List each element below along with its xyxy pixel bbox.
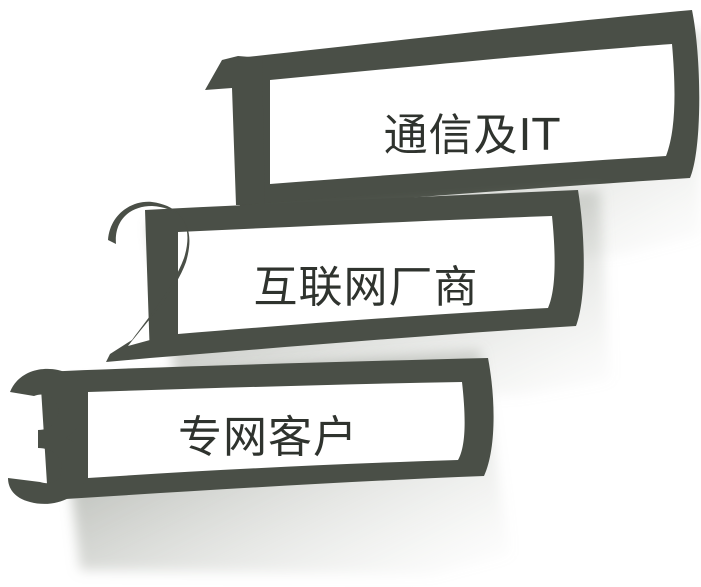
step-2: 互联网厂商 xyxy=(106,190,610,405)
step-3: 专网客户 xyxy=(8,350,510,575)
step-2-panel xyxy=(178,216,555,334)
step-2-numeral xyxy=(106,201,190,362)
step-2-label: 互联网厂商 xyxy=(254,262,479,313)
step-1-numeral xyxy=(205,56,265,205)
step-3-panel xyxy=(88,382,465,478)
step-1-panel xyxy=(270,44,675,184)
step-3-label: 专网客户 xyxy=(178,412,358,463)
step-1-label: 通信及IT xyxy=(384,110,561,161)
step-3-numeral xyxy=(8,368,88,504)
